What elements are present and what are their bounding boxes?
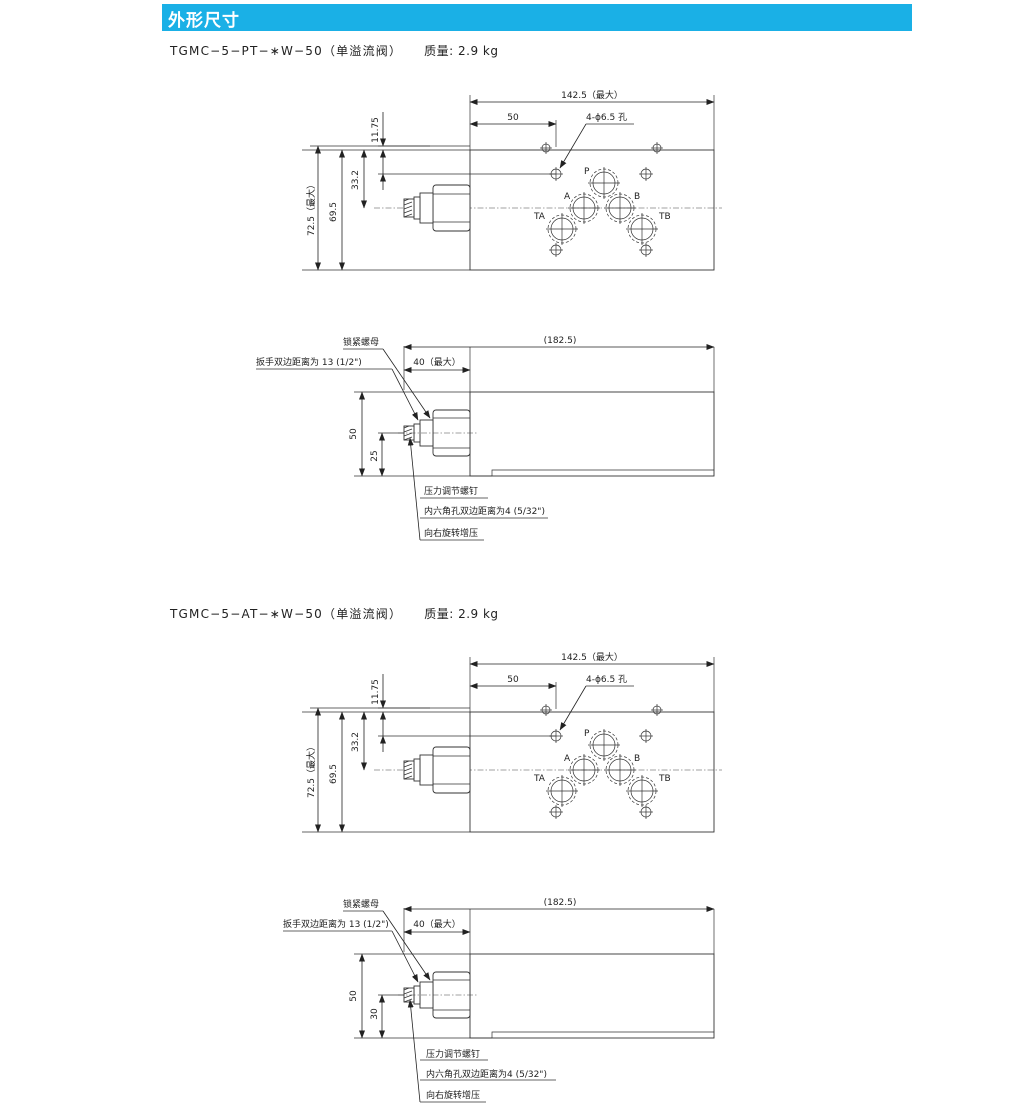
model-2-plan-view: 142.5（最大） 50 4-ϕ6.5 孔 P A B TA TB 11.75 …: [301, 651, 723, 833]
model-2-hex-size: 内六角孔双边距离为4 (5/32"): [426, 1068, 547, 1080]
model-1-dim-center: 33.2: [351, 170, 361, 190]
model-1-side-view: (182.5) 40（最大） 50 25 锁紧螺母 扳手双边距离为 13 (1/…: [256, 336, 715, 541]
model-2-dim-height: 69.5: [329, 764, 339, 784]
model-1-mass: 质量: 2.9 kg: [424, 44, 499, 58]
model-2-side-view: (182.5) 40（最大） 50 30 锁紧螺母 扳手双边距离为 13 (1/…: [283, 898, 715, 1103]
model-1-pressure-screw: 压力调节螺钉: [424, 485, 478, 497]
model-2-dim-hole-offset: 50: [507, 675, 519, 685]
model-1-caption: TGMC−5−PT−∗W−50（单溢流阀） 质量: 2.9 kg: [170, 42, 499, 59]
model-2-dim-overall: (182.5): [544, 898, 577, 908]
model-1-dim-axis: 25: [370, 450, 380, 461]
model-1-port-b: B: [634, 192, 640, 202]
model-1-lock-nut: 锁紧螺母: [343, 336, 379, 348]
section-header-bar: 外形尺寸: [162, 4, 912, 31]
model-1-rotation: 向右旋转增压: [424, 527, 478, 539]
model-1-wrench-size: 扳手双边距离为 13 (1/2"): [256, 356, 362, 368]
model-2-dim-center: 33.2: [351, 732, 361, 752]
model-2-port-tb: TB: [658, 774, 671, 784]
model-1-dim-height-max: 72.5（最大）: [305, 180, 317, 236]
model-2-caption: TGMC−5−AT−∗W−50（单溢流阀） 质量: 2.9 kg: [170, 605, 499, 622]
model-2-port-b: B: [634, 754, 640, 764]
model-2-rotation: 向右旋转增压: [426, 1089, 480, 1101]
model-1-plan-view: 142.5（最大） 50 4-ϕ6.5 孔 P A B TA TB 11.75 …: [301, 89, 723, 271]
model-2-wrench-size: 扳手双边距离为 13 (1/2"): [283, 918, 389, 930]
model-2-dim-top-offset: 11.75: [371, 679, 381, 705]
model-2-lock-nut: 锁紧螺母: [343, 898, 379, 910]
model-1-dim-height: 69.5: [329, 202, 339, 222]
model-1-dim-length: 142.5（最大）: [561, 89, 623, 101]
model-2-dim-length: 142.5（最大）: [561, 651, 623, 663]
model-2-port-ta: TA: [533, 774, 546, 784]
model-2-hole-spec: 4-ϕ6.5 孔: [586, 674, 627, 685]
model-2-dim-axis: 30: [370, 1008, 380, 1020]
model-1-dim-protrusion: 40（最大）: [413, 356, 460, 368]
model-1-port-tb: TB: [658, 212, 671, 222]
model-2-port-a: A: [564, 754, 571, 764]
model-1-port-a: A: [564, 192, 571, 202]
model-1-dim-top-offset: 11.75: [371, 117, 381, 143]
model-1-hole-spec: 4-ϕ6.5 孔: [586, 112, 627, 123]
model-2-pressure-screw: 压力调节螺钉: [426, 1048, 480, 1060]
model-1-port-ta: TA: [533, 212, 546, 222]
model-1-port-p: P: [584, 167, 590, 177]
model-1-dim-hole-offset: 50: [507, 113, 519, 123]
model-1-hex-size: 内六角孔双边距离为4 (5/32"): [424, 505, 545, 517]
model-2-dim-side-height: 50: [349, 990, 359, 1002]
model-1-dim-side-height: 50: [349, 428, 359, 440]
model-2-mass: 质量: 2.9 kg: [424, 607, 499, 621]
model-1-dim-overall: (182.5): [544, 336, 577, 346]
model-2-name: TGMC−5−AT−∗W−50（单溢流阀）: [170, 607, 403, 621]
model-2-dim-protrusion: 40（最大）: [413, 918, 460, 930]
model-1-name: TGMC−5−PT−∗W−50（单溢流阀）: [170, 44, 403, 58]
model-2-dim-height-max: 72.5（最大）: [305, 742, 317, 798]
model-2-port-p: P: [584, 729, 590, 739]
section-title: 外形尺寸: [168, 11, 240, 31]
